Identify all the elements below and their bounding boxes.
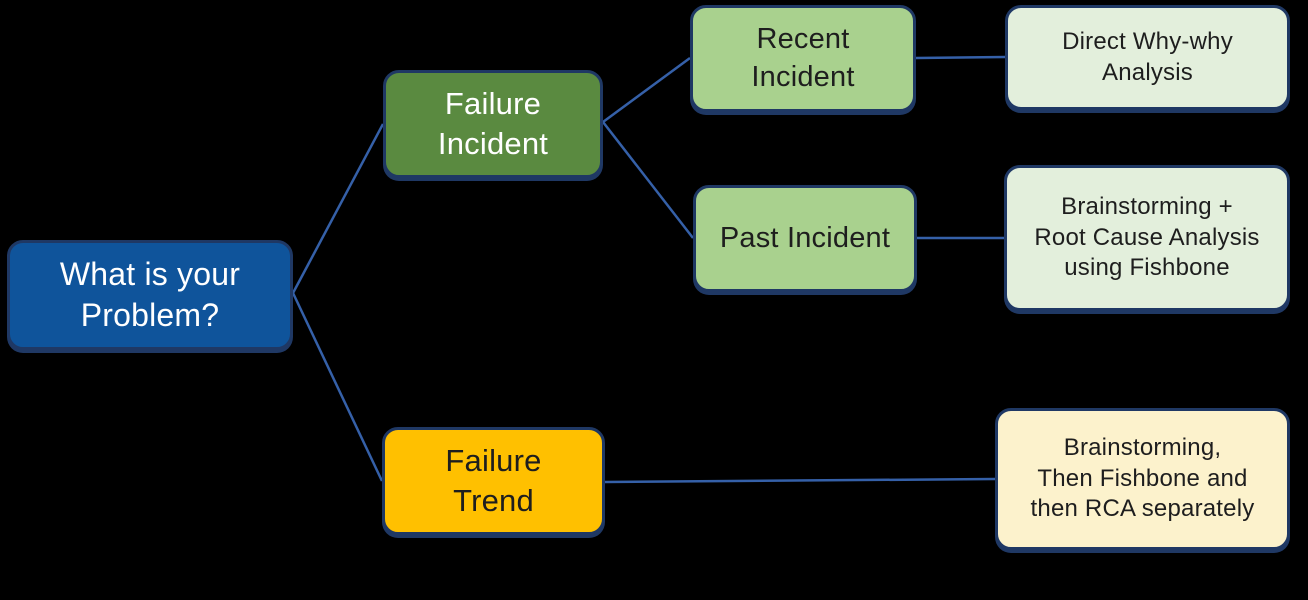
node-label: Brainstorming + Root Cause Analysis usin…	[1034, 192, 1260, 282]
connector-recent-to-direct-whywhy	[915, 55, 1006, 60]
node-label: What is your Problem?	[59, 256, 241, 333]
node-direct-why-why-analysis: Direct Why-why Analysis	[1005, 5, 1290, 110]
node-brainstorming-then-fishbone-then-rca: Brainstorming, Then Fishbone and then RC…	[995, 408, 1290, 550]
node-label: Failure Incident	[437, 86, 549, 161]
node-what-is-your-problem: What is your Problem?	[7, 240, 293, 350]
node-recent-incident: Recent Incident	[690, 5, 916, 112]
node-brainstorming-root-cause-analysis-fishbone: Brainstorming + Root Cause Analysis usin…	[1004, 165, 1290, 311]
connector-root-to-failure-incident	[291, 123, 385, 294]
connector-root-to-failure-trend	[291, 292, 384, 482]
node-failure-trend: Failure Trend	[382, 427, 605, 535]
node-label: Recent Incident	[751, 23, 855, 93]
connector-failure-incident-to-past	[602, 121, 694, 239]
node-past-incident: Past Incident	[693, 185, 917, 292]
node-label: Past Incident	[719, 221, 891, 254]
node-label: Failure Trend	[445, 443, 542, 518]
connector-failure-incident-to-recent	[602, 56, 691, 124]
node-failure-incident: Failure Incident	[383, 70, 603, 178]
connector-failure-trend-to-brainstorm-fishbone	[604, 477, 996, 484]
node-label: Direct Why-why Analysis	[1062, 27, 1233, 86]
node-label: Brainstorming, Then Fishbone and then RC…	[1030, 433, 1255, 523]
